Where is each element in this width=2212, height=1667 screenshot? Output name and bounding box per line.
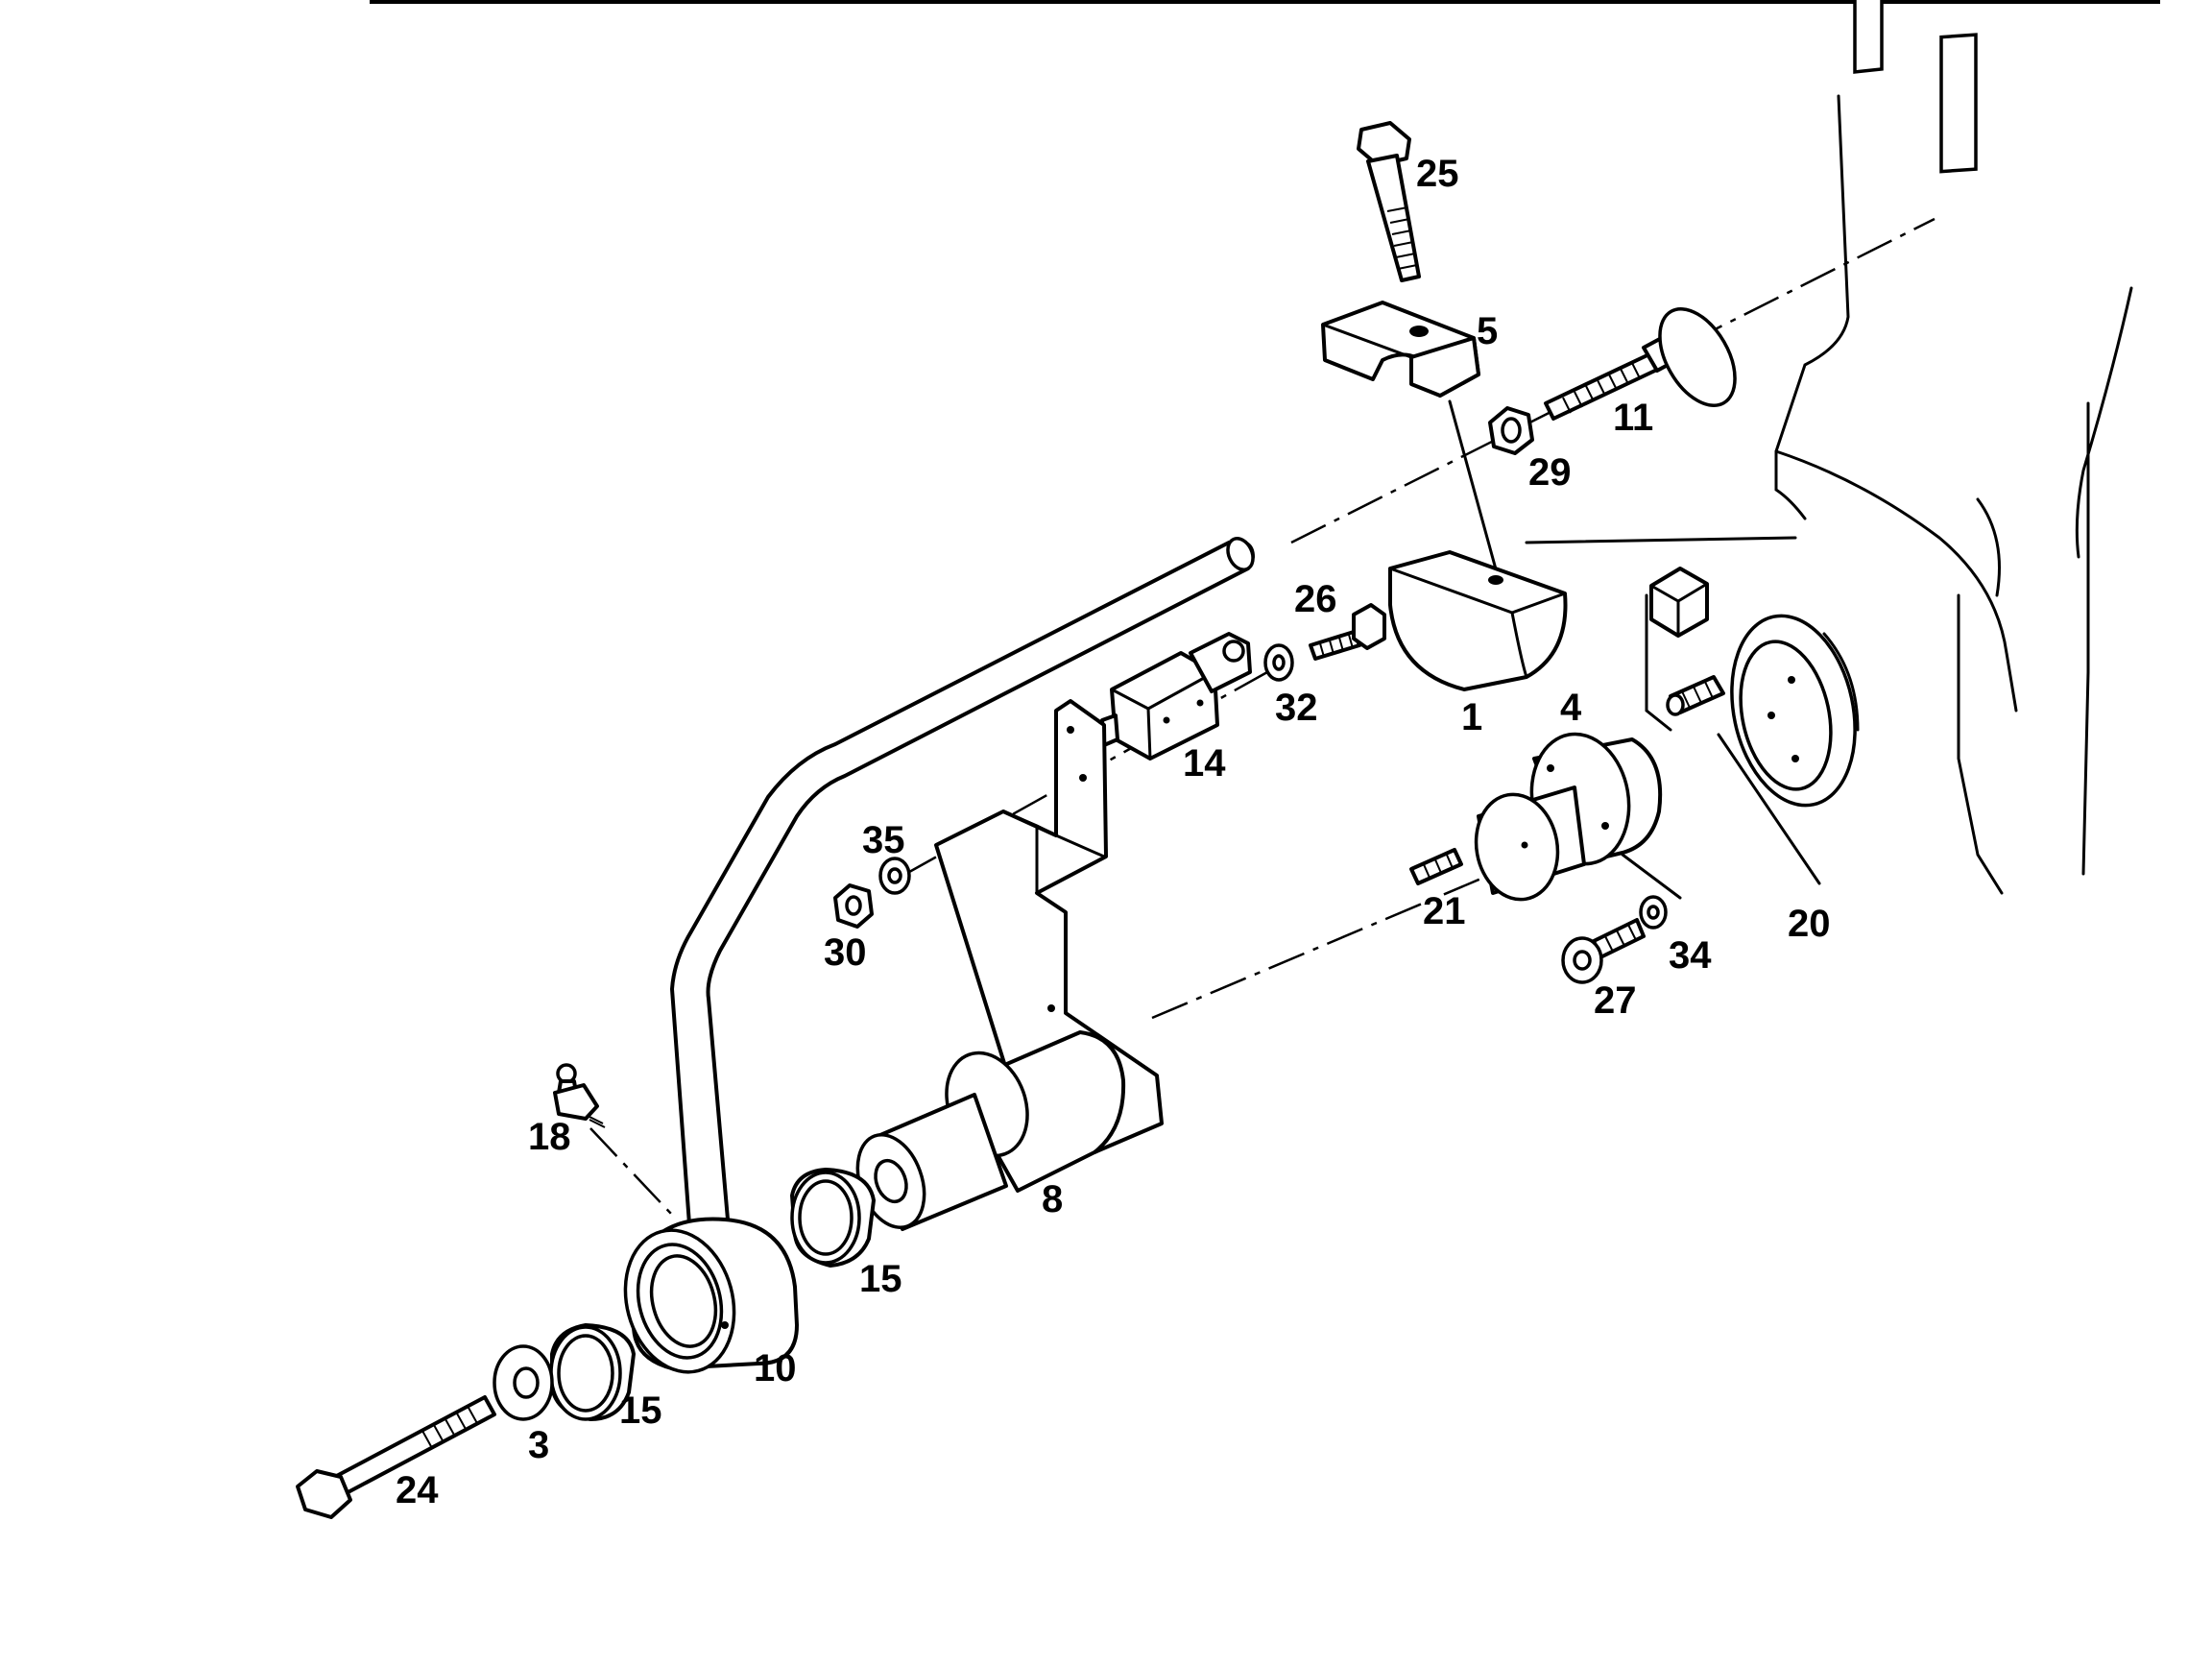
part-29-nut xyxy=(1488,406,1534,455)
part-15-bushing-lower xyxy=(549,1323,636,1421)
label-part-32: 32 xyxy=(1275,687,1318,729)
label-part-3: 3 xyxy=(528,1424,549,1466)
part-35-washer xyxy=(878,857,911,895)
part-32-washer xyxy=(1263,643,1294,682)
label-part-27: 27 xyxy=(1594,979,1637,1022)
part-11-threaded-stud xyxy=(1544,307,1737,421)
label-part-26: 26 xyxy=(1294,578,1337,620)
part-3-washer xyxy=(493,1344,554,1421)
part-10-lever-hub xyxy=(623,1217,799,1374)
part-8-bracket xyxy=(855,699,1164,1231)
label-part-20: 20 xyxy=(1788,903,1831,945)
part-34-washer xyxy=(1639,895,1668,930)
label-part-25: 25 xyxy=(1416,153,1459,195)
label-part-34: 34 xyxy=(1669,934,1712,977)
part-4-flange-hub xyxy=(1474,732,1663,902)
label-part-10: 10 xyxy=(754,1347,797,1389)
part-30-nut xyxy=(833,883,874,929)
label-part-15-upper: 15 xyxy=(859,1258,902,1300)
part-14-switch-block xyxy=(1100,632,1252,761)
label-part-15-lower: 15 xyxy=(619,1389,662,1432)
part-15-bushing-upper xyxy=(790,1168,876,1268)
label-part-11: 11 xyxy=(1613,397,1653,439)
label-part-24: 24 xyxy=(396,1469,439,1511)
machine-housing xyxy=(1525,0,2133,895)
label-part-35: 35 xyxy=(862,819,905,861)
part-5-clamp-block xyxy=(1321,301,1480,398)
part-1-half-round-block xyxy=(1388,550,1568,691)
part-labels: 25 5 11 29 26 32 1 4 14 35 30 21 20 34 2… xyxy=(396,153,1831,1511)
label-part-29: 29 xyxy=(1528,451,1572,494)
label-part-18: 18 xyxy=(528,1116,571,1158)
part-25-bolt xyxy=(1357,121,1421,282)
part-27-socket-screw xyxy=(1561,918,1646,984)
part-26-bolt xyxy=(1309,603,1386,661)
label-part-4: 4 xyxy=(1560,687,1582,729)
part-24-long-bolt xyxy=(296,1395,496,1519)
lever-rod xyxy=(670,537,1255,1226)
label-part-30: 30 xyxy=(824,931,867,974)
label-part-8: 8 xyxy=(1042,1178,1063,1220)
part-21-pin xyxy=(1409,848,1463,885)
label-part-1: 1 xyxy=(1461,696,1482,738)
label-part-21: 21 xyxy=(1423,890,1466,932)
part-20-pin xyxy=(1666,675,1725,716)
label-part-5: 5 xyxy=(1477,310,1498,352)
part-18-grease-nipple xyxy=(553,1063,606,1128)
label-part-14: 14 xyxy=(1183,742,1226,785)
